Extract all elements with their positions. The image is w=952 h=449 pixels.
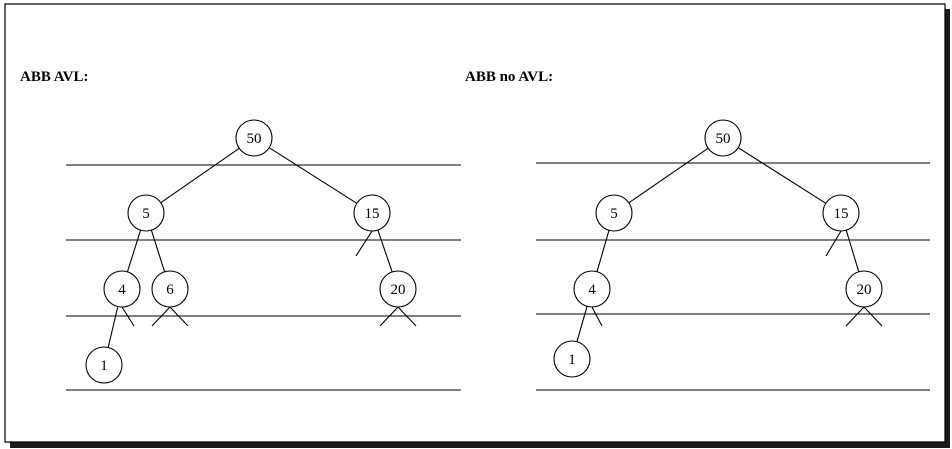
panel-title-avl: ABB AVL: — [20, 69, 89, 85]
null-child-stub — [845, 306, 865, 327]
tree-node-circle — [127, 194, 165, 232]
tree-node-label: 20 — [391, 282, 406, 298]
tree-node-circle — [235, 119, 273, 157]
tree-node: 20 — [845, 270, 883, 308]
tree-node: 4 — [573, 270, 611, 308]
tree-avl: 50 5 15 4 6 20 1 — [66, 119, 461, 391]
tree-edge — [107, 306, 119, 348]
tree-node-circle — [151, 270, 189, 308]
null-child-stub — [169, 306, 189, 327]
tree-node-label: 15 — [365, 206, 380, 222]
tree-node-label: 50 — [247, 131, 262, 147]
tree-node: 5 — [127, 194, 165, 232]
tree-node-circle — [845, 270, 883, 308]
tree-node-circle — [822, 194, 860, 232]
null-child-stub — [863, 306, 883, 327]
null-child-stub — [825, 230, 842, 257]
null-child-stub — [151, 306, 171, 327]
tree-node-circle — [85, 346, 123, 384]
tree-node-label: 5 — [142, 206, 150, 222]
tree-node: 6 — [151, 270, 189, 308]
tree-node: 15 — [353, 194, 391, 232]
tree-edge — [150, 229, 166, 273]
tree-node-label: 50 — [716, 131, 731, 147]
panel-title-non-avl: ABB no AVL: — [465, 69, 553, 85]
tree-node-circle — [595, 194, 633, 232]
tree-edge — [596, 230, 610, 272]
tree-node-circle — [553, 340, 591, 378]
tree-edge — [268, 147, 358, 204]
figure-frame — [4, 3, 946, 443]
tree-node: 5 — [595, 194, 633, 232]
tree-node: 4 — [103, 270, 141, 308]
tree-node-label: 6 — [166, 282, 174, 298]
null-child-stub — [355, 230, 373, 257]
tree-node: 15 — [822, 194, 860, 232]
tree-node: 50 — [235, 119, 273, 157]
tree-non-avl: 50 5 15 4 20 1 — [536, 119, 930, 391]
tree-edge — [628, 147, 709, 204]
tree-edge — [737, 147, 827, 204]
tree-node-circle — [353, 194, 391, 232]
tree-node-label: 1 — [100, 358, 108, 374]
null-child-stub — [591, 306, 603, 327]
tree-edge — [377, 229, 393, 273]
tree-edge — [576, 306, 588, 342]
tree-node-label: 20 — [857, 282, 872, 298]
null-child-stub — [379, 306, 399, 327]
null-child-stub — [121, 306, 135, 327]
tree-node-label: 5 — [610, 206, 618, 222]
tree-node: 1 — [553, 340, 591, 378]
tree-node-circle — [379, 270, 417, 308]
tree-node-label: 4 — [588, 282, 596, 298]
tree-node-label: 15 — [834, 206, 849, 222]
tree-node-circle — [573, 270, 611, 308]
tree-node-circle — [704, 119, 742, 157]
tree-edge — [126, 229, 142, 273]
tree-node: 50 — [704, 119, 742, 157]
tree-node: 1 — [85, 346, 123, 384]
tree-edge — [845, 230, 860, 272]
tree-edge — [160, 147, 240, 204]
tree-node-circle — [103, 270, 141, 308]
null-child-stub — [397, 306, 417, 327]
tree-node-label: 1 — [568, 352, 576, 368]
tree-node: 20 — [379, 270, 417, 308]
tree-node-label: 4 — [118, 282, 126, 298]
